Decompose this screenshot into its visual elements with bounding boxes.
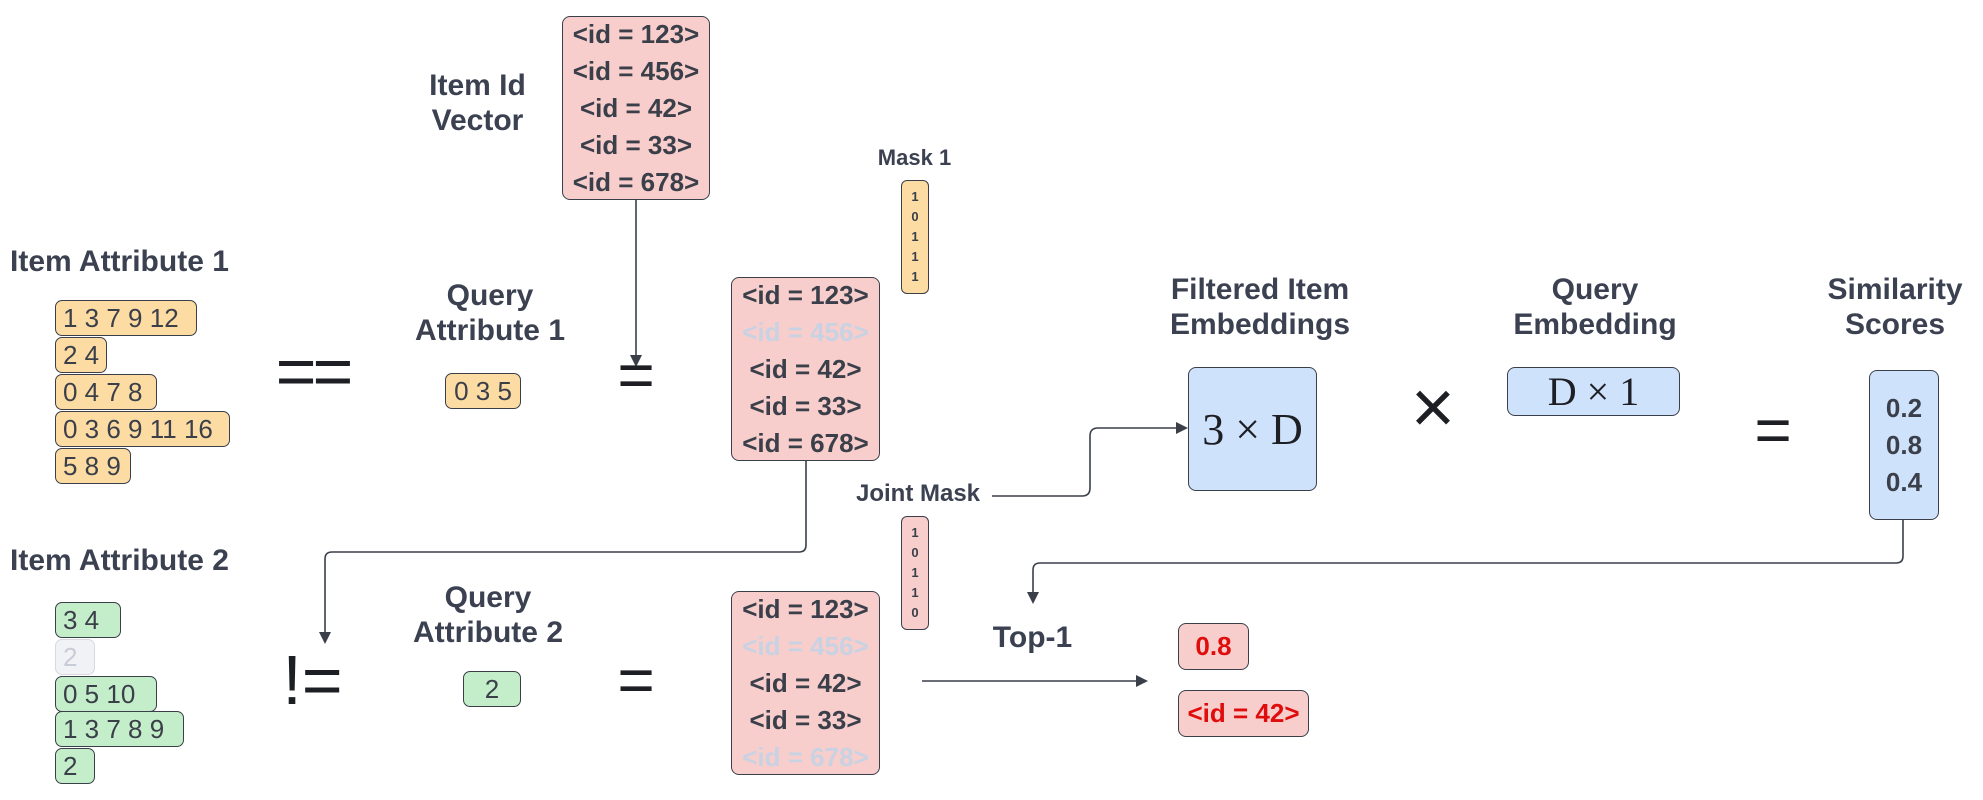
joint-mask: 1 0 1 1 0 [901, 516, 929, 630]
arrow-result1-to-notequal [319, 460, 807, 644]
mask-bit: 1 [911, 525, 919, 540]
id-entry: <id = 42> [749, 353, 862, 384]
id-entry: <id = 33> [579, 129, 693, 160]
id-entry: <id = 33> [749, 704, 862, 735]
query-attribute-2-value: 2 [463, 671, 521, 707]
query-embedding-vector: D × 1 [1507, 367, 1680, 416]
attribute1-result-ids: <id = 123> <id = 456> <id = 42> <id = 33… [731, 277, 880, 461]
attribute1-row: 2 4 [55, 337, 107, 373]
attribute1-row: 0 3 6 9 11 16 [55, 411, 230, 447]
query-attribute-1-value: 0 3 5 [445, 373, 521, 409]
item-attribute-1-title: Item Attribute 1 [10, 245, 229, 278]
mask-bit: 1 [911, 269, 919, 284]
equals-sign-3: = [1754, 394, 1792, 466]
mask-bit: 1 [911, 189, 919, 204]
query-attribute-2-label: Query Attribute 2 [413, 581, 563, 650]
id-entry-filtered: <id = 678> [742, 741, 869, 772]
filtered-embeddings-matrix: 3 × D [1188, 367, 1317, 491]
id-entry: <id = 123> [742, 593, 869, 624]
item-id-vector-label: Item Id Vector [429, 69, 526, 138]
query-attribute-1-label: Query Attribute 1 [415, 279, 565, 348]
attribute2-row-excluded: 2 [55, 639, 95, 675]
mask-bit: 1 [911, 249, 919, 264]
id-entry: <id = 456> [572, 55, 700, 86]
attribute2-row: 2 [55, 748, 95, 784]
id-entry: <id = 678> [572, 166, 700, 197]
id-entry: <id = 42> [579, 92, 693, 123]
mask-bit: 0 [911, 545, 919, 560]
id-entry-filtered: <id = 456> [742, 630, 869, 661]
top1-label: Top-1 [992, 621, 1073, 654]
joint-mask-label: Joint Mask [855, 480, 981, 507]
id-entry: <id = 123> [572, 18, 700, 49]
id-entry: <id = 678> [742, 427, 869, 458]
mask-bit: 0 [911, 605, 919, 620]
score-entry: 0.8 [1885, 429, 1923, 460]
equals-sign-1: = [617, 339, 655, 411]
mask-1: 1 0 1 1 1 [901, 180, 929, 294]
attribute2-row: 3 4 [55, 602, 121, 638]
query-embedding-label: Query Embedding [1513, 273, 1677, 342]
inequality-operator: != [282, 641, 343, 719]
attribute1-row: 1 3 7 9 12 [55, 300, 197, 336]
filtered-embeddings-label: Filtered Item Embeddings [1169, 273, 1350, 342]
id-entry: <id = 33> [749, 390, 862, 421]
similarity-scores-label: Similarity Scores [1827, 273, 1963, 342]
top1-score: 0.8 [1178, 623, 1249, 670]
mask-bit: 1 [911, 229, 919, 244]
attribute1-row: 0 4 7 8 [55, 374, 157, 410]
mask-bit: 1 [911, 585, 919, 600]
top1-id: <id = 42> [1178, 690, 1309, 737]
arrow-scores-to-top1 [1027, 520, 1904, 604]
attribute1-row: 5 8 9 [55, 448, 131, 484]
attribute2-result-ids: <id = 123> <id = 456> <id = 42> <id = 33… [731, 591, 880, 775]
equality-operator: == [275, 332, 354, 410]
score-entry: 0.4 [1885, 466, 1923, 497]
id-entry: <id = 123> [742, 279, 869, 310]
mask-1-label: Mask 1 [877, 145, 952, 170]
mask-bit: 1 [911, 565, 919, 580]
similarity-scores-vector: 0.2 0.8 0.4 [1869, 370, 1939, 520]
attribute2-row: 1 3 7 8 9 [55, 711, 184, 747]
score-entry: 0.2 [1885, 392, 1923, 423]
attribute2-row: 0 5 10 [55, 676, 157, 712]
arrow-jointmask-to-filtered [992, 422, 1188, 497]
item-id-vector: <id = 123> <id = 456> <id = 42> <id = 33… [562, 16, 710, 200]
multiply-sign: × [1410, 365, 1456, 450]
mask-bit: 0 [911, 209, 919, 224]
id-entry-filtered: <id = 456> [742, 316, 869, 347]
equals-sign-2: = [617, 644, 655, 716]
id-entry: <id = 42> [749, 667, 862, 698]
item-attribute-2-title: Item Attribute 2 [10, 544, 229, 577]
